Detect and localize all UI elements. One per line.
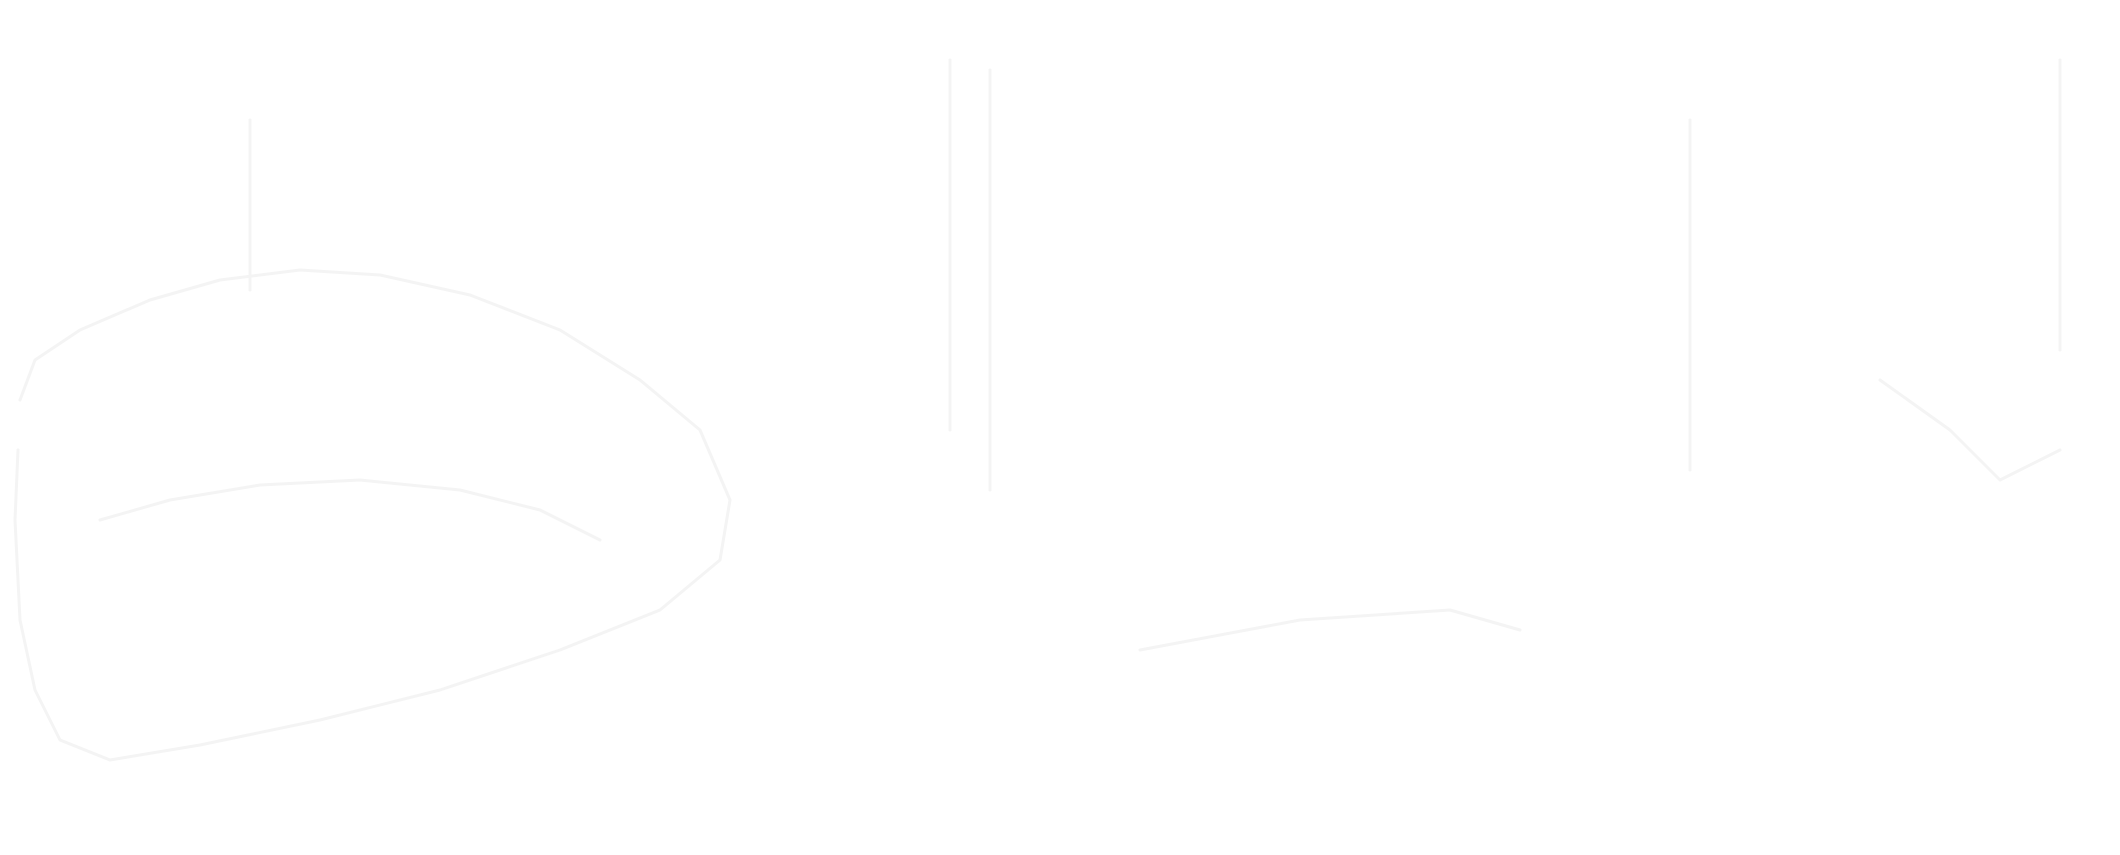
faint-stroke-center-bottom xyxy=(1138,608,1522,652)
faint-stroke-right-curve xyxy=(1878,378,2062,482)
faint-stroke-left-outline xyxy=(13,268,732,762)
faint-stroke-left-inner xyxy=(98,478,602,542)
